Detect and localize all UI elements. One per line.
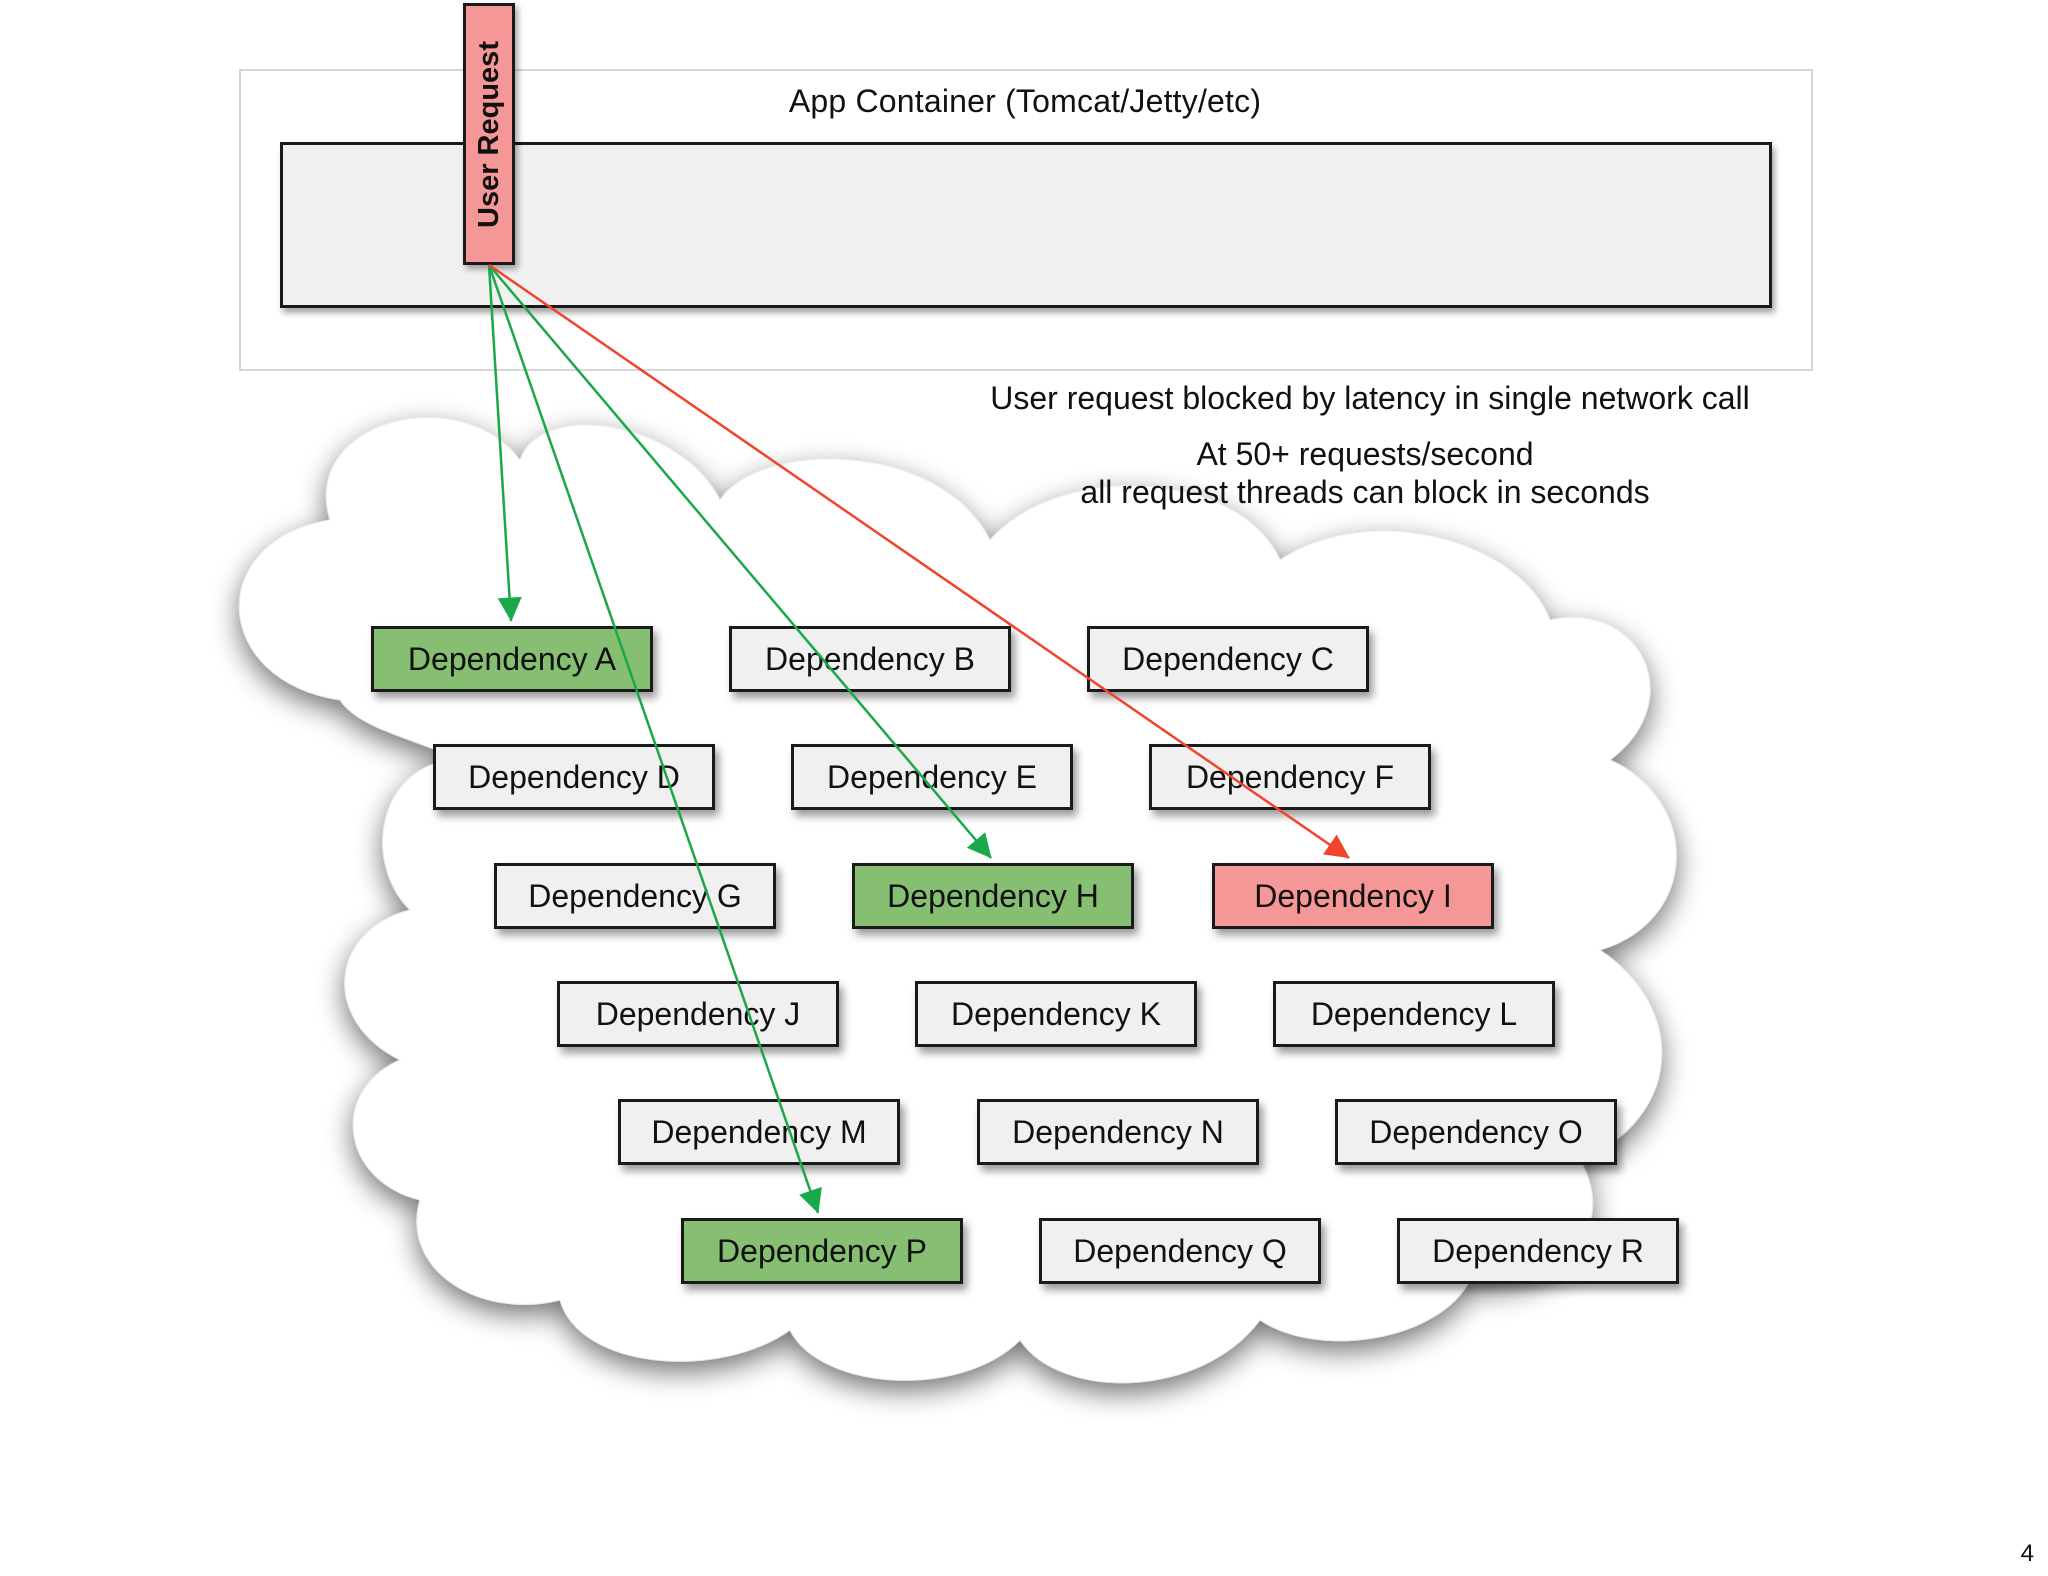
dependency-a: Dependency A — [371, 626, 653, 692]
dependency-l: Dependency L — [1273, 981, 1555, 1047]
dependency-g: Dependency G — [494, 863, 776, 929]
user-request-box: User Request — [463, 3, 515, 265]
latency-note: User request blocked by latency in singl… — [990, 380, 1750, 416]
dependency-d: Dependency D — [433, 744, 715, 810]
dependency-m: Dependency M — [618, 1099, 900, 1165]
dependency-h: Dependency H — [852, 863, 1134, 929]
dependency-r: Dependency R — [1397, 1218, 1679, 1284]
dependency-o: Dependency O — [1335, 1099, 1617, 1165]
dependency-c: Dependency C — [1087, 626, 1369, 692]
dependency-i: Dependency I — [1212, 863, 1494, 929]
app-container-title: App Container (Tomcat/Jetty/etc) — [788, 83, 1262, 119]
dependency-k: Dependency K — [915, 981, 1197, 1047]
dependency-n: Dependency N — [977, 1099, 1259, 1165]
dependency-b: Dependency B — [729, 626, 1011, 692]
blocking-note: all request threads can block in seconds — [1080, 474, 1650, 510]
page-number: 4 — [2020, 1540, 2034, 1567]
user-request-label: User Request — [472, 40, 505, 228]
dependency-f: Dependency F — [1149, 744, 1431, 810]
dependency-q: Dependency Q — [1039, 1218, 1321, 1284]
dependency-j: Dependency J — [557, 981, 839, 1047]
dependency-p: Dependency P — [681, 1218, 963, 1284]
dependency-e: Dependency E — [791, 744, 1073, 810]
throughput-note: At 50+ requests/second — [1196, 436, 1534, 472]
